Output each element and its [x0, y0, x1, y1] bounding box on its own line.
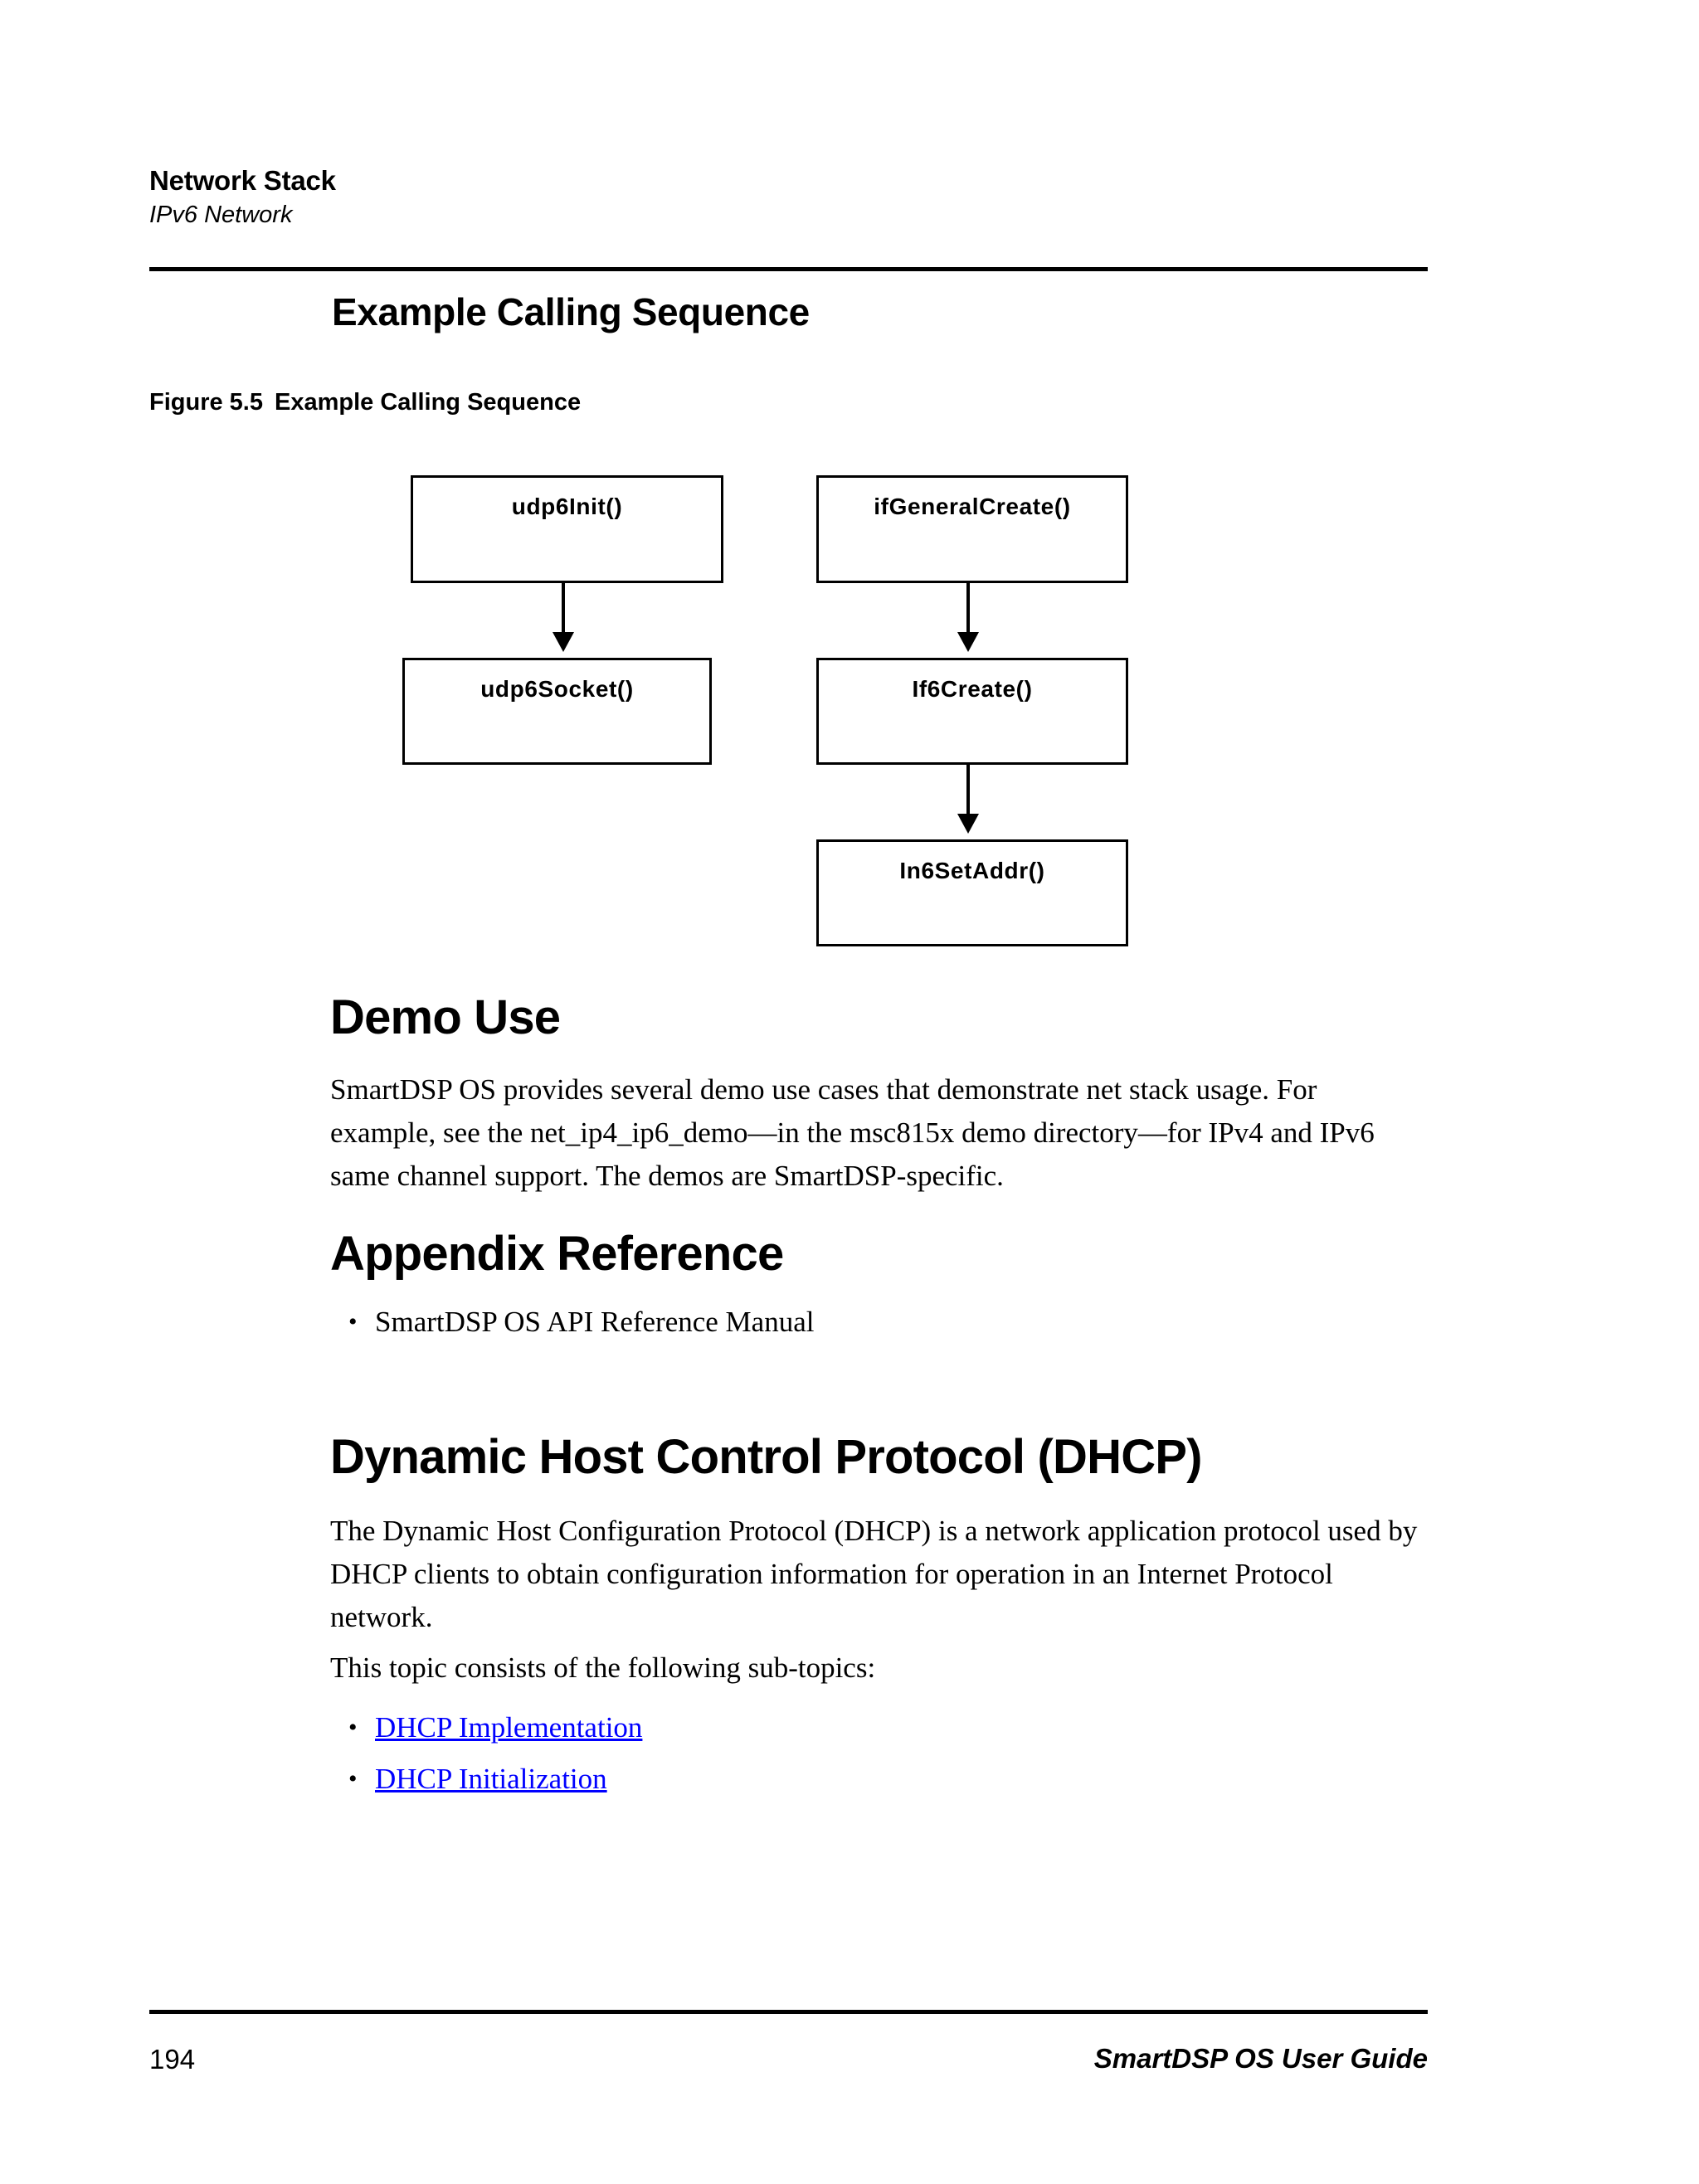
list-item: DHCP Implementation: [330, 1702, 1434, 1754]
link-dhcp-initialization[interactable]: DHCP Initialization: [375, 1763, 607, 1795]
diagram-node-if6create: If6Create(): [816, 658, 1128, 765]
diagram-arrowhead-icon: [553, 632, 574, 652]
list-item: SmartDSP OS API Reference Manual: [330, 1296, 1425, 1348]
diagram-node-in6setaddr: In6SetAddr(): [816, 839, 1128, 946]
heading-demo-use: Demo Use: [330, 990, 561, 1044]
footer-guide-title: SmartDSP OS User Guide: [1093, 2043, 1428, 2074]
diagram-node-label: udp6Socket(): [480, 676, 634, 702]
calling-sequence-diagram: udp6Init() ifGeneralCreate() udp6Socket(…: [0, 0, 1699, 962]
paragraph-subtopics-intro: This topic consists of the following sub…: [330, 1651, 876, 1684]
diagram-arrowhead-icon: [957, 632, 979, 652]
diagram-node-udp6init: udp6Init(): [411, 475, 723, 583]
heading-dhcp: Dynamic Host Control Protocol (DHCP): [330, 1430, 1202, 1484]
header-section-title: IPv6 Network: [149, 202, 293, 228]
header-chapter-title: Network Stack: [149, 165, 336, 196]
diagram-edge-ifgeneralcreate-to-if6create: [966, 583, 970, 638]
paragraph-dhcp: The Dynamic Host Configuration Protocol …: [330, 1515, 1418, 1633]
link-dhcp-implementation[interactable]: DHCP Implementation: [375, 1711, 643, 1744]
figure-caption-number: Figure 5.5: [149, 389, 263, 416]
heading-appendix-reference: Appendix Reference: [330, 1227, 784, 1281]
dhcp-subtopics-list: DHCP Implementation DHCP Initialization: [330, 1702, 1434, 1805]
diagram-node-label: If6Create(): [912, 676, 1033, 702]
running-header: Network Stack IPv6 Network: [149, 164, 1431, 231]
diagram-node-label: udp6Init(): [511, 494, 623, 519]
appendix-reference-item-label: SmartDSP OS API Reference Manual: [375, 1306, 815, 1338]
list-item: DHCP Initialization: [330, 1754, 1434, 1805]
figure-caption: Figure 5.5 Example Calling Sequence: [149, 387, 581, 418]
diagram-node-udp6socket: udp6Socket(): [402, 658, 712, 765]
diagram-node-ifgeneralcreate: ifGeneralCreate(): [816, 475, 1128, 583]
diagram-node-label: ifGeneralCreate(): [874, 494, 1071, 519]
footer-rule: [149, 2010, 1428, 2014]
appendix-reference-list: SmartDSP OS API Reference Manual: [330, 1296, 1425, 1348]
figure-caption-text: Example Calling Sequence: [275, 389, 582, 416]
footer-page-number: 194: [149, 2044, 196, 2075]
diagram-arrowhead-icon: [957, 814, 979, 834]
page-title: Example Calling Sequence: [332, 290, 810, 333]
diagram-edge-if6create-to-in6setaddr: [966, 765, 970, 820]
diagram-edge-udp6init-to-udp6socket: [562, 583, 565, 638]
paragraph-demo-use: SmartDSP OS provides several demo use ca…: [330, 1073, 1375, 1192]
header-rule: [149, 267, 1428, 271]
diagram-node-label: In6SetAddr(): [899, 858, 1045, 883]
